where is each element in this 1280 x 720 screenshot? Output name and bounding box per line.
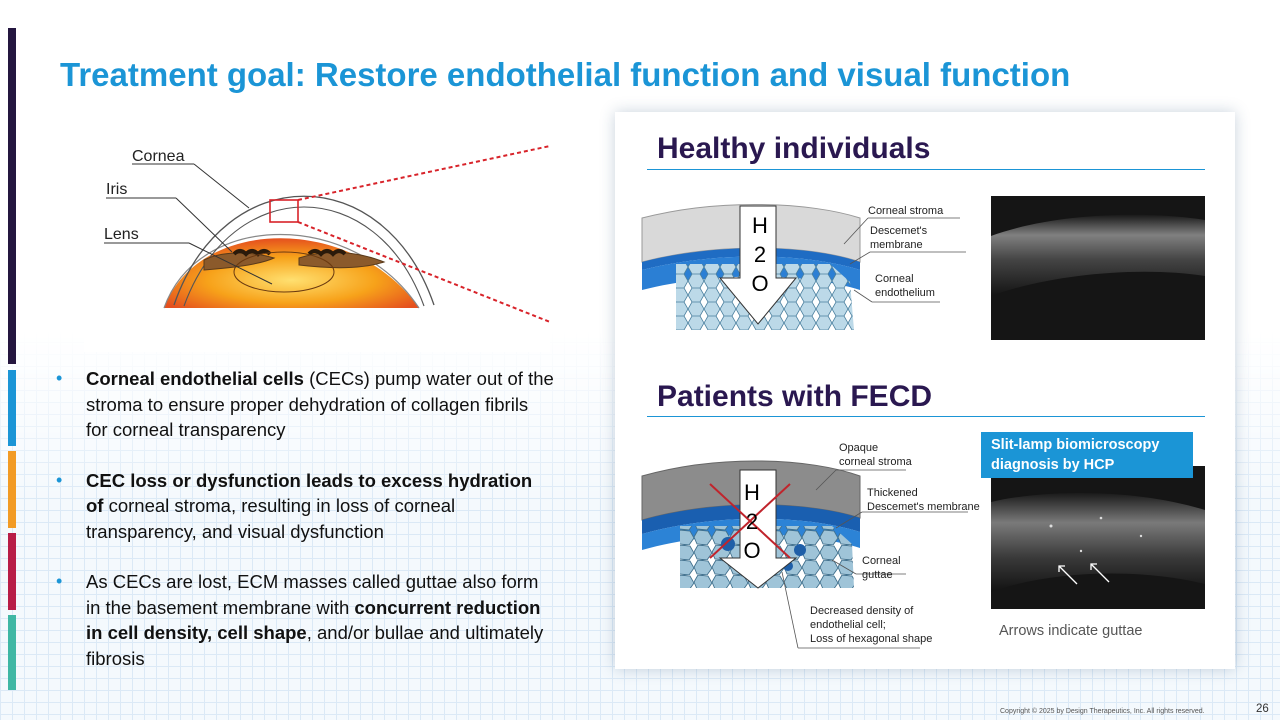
label-endothelial-cell: endothelial cell; bbox=[810, 619, 886, 631]
fecd-divider bbox=[647, 416, 1205, 417]
h2o-char: O bbox=[751, 271, 769, 296]
bullet-list: Corneal endothelial cells (CECs) pump wa… bbox=[54, 366, 554, 696]
healthy-slitlamp-image bbox=[991, 196, 1205, 340]
bullet-text: corneal stroma, resulting in loss of cor… bbox=[86, 495, 456, 542]
label-thickened: Thickened bbox=[867, 487, 918, 499]
copyright-notice: Copyright © 2025 by Design Therapeutics,… bbox=[1000, 708, 1205, 715]
slitlamp-label: Slit-lamp biomicroscopy diagnosis by HCP bbox=[981, 432, 1193, 478]
fecd-heading: Patients with FECD bbox=[657, 380, 933, 413]
eye-diagram: Cornea Iris Lens bbox=[84, 120, 551, 352]
accent-bar-blue bbox=[8, 370, 16, 446]
label-corneal-stroma: Corneal stroma bbox=[868, 205, 944, 217]
fecd-slitlamp-image bbox=[991, 466, 1205, 609]
h2o-fecd: H 2 O bbox=[735, 478, 769, 565]
h2o-char: O bbox=[743, 538, 761, 563]
fecd-photo-graphic bbox=[991, 492, 1205, 592]
accent-bar-teal bbox=[8, 615, 16, 690]
accent-bar-dark bbox=[8, 28, 16, 364]
eye-label-cornea: Cornea bbox=[132, 148, 185, 165]
h2o-char: H bbox=[744, 480, 760, 505]
page-title: Treatment goal: Restore endothelial func… bbox=[60, 56, 1071, 93]
bullet-text: As CECs are lost, ECM masses called gutt… bbox=[86, 571, 539, 618]
h2o-char: 2 bbox=[745, 509, 759, 534]
accent-bar-orange bbox=[8, 451, 16, 528]
label-decreased-density: Decreased density of bbox=[810, 605, 914, 617]
bullet-item: CEC loss or dysfunction leads to excess … bbox=[54, 468, 554, 545]
healthy-heading: Healthy individuals bbox=[657, 132, 931, 165]
h2o-char: H bbox=[752, 213, 768, 238]
page-number: 26 bbox=[1256, 703, 1269, 715]
bullet-text-bold: concurrent reduction in cell density, ce… bbox=[86, 596, 541, 644]
label-corneal: Corneal bbox=[875, 273, 914, 285]
label-corneal-guttae-1: Corneal bbox=[862, 555, 901, 567]
bullet-text: (CECs) pump water out of the stroma to e… bbox=[86, 368, 554, 440]
accent-bar-red bbox=[8, 533, 16, 610]
label-membrane: membrane bbox=[870, 239, 923, 251]
label-corneal-guttae-2: guttae bbox=[862, 569, 893, 581]
eye-illustration: Cornea Iris Lens bbox=[104, 145, 551, 323]
label-hexagonal-shape: Loss of hexagonal shape bbox=[810, 633, 933, 645]
label-endothelium: endothelium bbox=[875, 287, 935, 299]
healthy-photo-graphic bbox=[991, 214, 1205, 296]
healthy-divider bbox=[647, 169, 1205, 170]
h2o-healthy: H 2 O bbox=[743, 211, 777, 298]
h2o-char: 2 bbox=[753, 242, 767, 267]
arrows-caption: Arrows indicate guttae bbox=[999, 623, 1143, 639]
bullet-text-bold: Corneal endothelial cells bbox=[86, 368, 304, 389]
bullet-text-bold: CEC loss or dysfunction leads to excess … bbox=[86, 469, 533, 517]
healthy-cornea-diagram bbox=[641, 203, 966, 330]
bullet-item: As CECs are lost, ECM masses called gutt… bbox=[54, 569, 554, 671]
eye-label-iris: Iris bbox=[106, 181, 127, 198]
label-descemet: Descemet's bbox=[870, 225, 928, 237]
label-opaque-stroma: corneal stroma bbox=[839, 456, 912, 468]
label-opaque: Opaque bbox=[839, 442, 879, 454]
bullet-text: , and/or bullae and ultimately fibrosis bbox=[86, 622, 544, 669]
eye-label-lens: Lens bbox=[104, 226, 139, 243]
label-thickened-membrane: Descemet's membrane bbox=[867, 501, 980, 513]
fecd-cornea-diagram bbox=[641, 460, 968, 649]
bullet-item: Corneal endothelial cells (CECs) pump wa… bbox=[54, 366, 554, 443]
